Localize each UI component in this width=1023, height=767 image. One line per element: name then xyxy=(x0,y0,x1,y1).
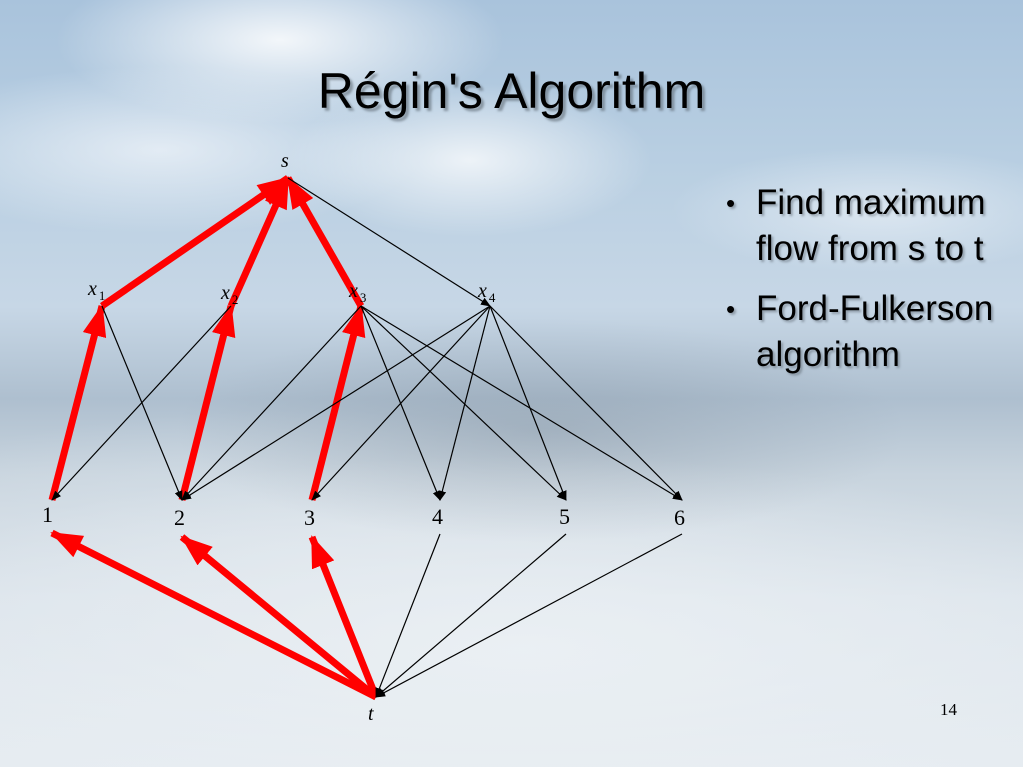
bullet-text: Find maximum flow from s to t xyxy=(756,183,986,268)
edge-v5-t xyxy=(375,533,567,698)
edge-x3-v2 xyxy=(181,305,362,501)
source-node-label: s xyxy=(281,150,289,172)
flow-edge-t-v1 xyxy=(50,529,378,701)
sink-node-label: t xyxy=(368,703,374,725)
value-node-label-v5: 5 xyxy=(559,504,570,529)
bullet-glyph: • xyxy=(726,188,736,218)
flow-edge-x2-s xyxy=(227,176,292,308)
edge-layer xyxy=(48,175,683,701)
edge-s-x4 xyxy=(287,177,491,307)
slide-title: Régin's Algorithm xyxy=(317,63,706,119)
flow-edge-x3-s xyxy=(284,176,365,308)
edge-v6-t xyxy=(375,533,683,698)
bullet-item: • Find maximum flow from s to t xyxy=(722,180,1012,272)
edge-x4-v2 xyxy=(181,305,491,501)
flow-edge-x1-s xyxy=(100,175,290,309)
edge-x3-v5 xyxy=(360,305,567,501)
edge-x4-v4 xyxy=(438,305,491,501)
value-node-label-v6: 6 xyxy=(674,505,685,530)
value-node-label-v4: 4 xyxy=(432,504,443,529)
value-node-label-v2: 2 xyxy=(174,505,185,530)
flow-edge-v1-x1 xyxy=(48,304,107,501)
value-node-label-v3: 3 xyxy=(304,505,315,530)
edge-x3-v6 xyxy=(360,305,683,501)
bullet-list: • Find maximum flow from s to t • Ford-F… xyxy=(722,180,1012,392)
edge-v4-t xyxy=(375,533,441,698)
bullet-text: Ford-Fulkerson algorithm xyxy=(756,289,994,374)
flow-edge-v2-x2 xyxy=(178,304,236,501)
edge-x4-v3 xyxy=(311,305,491,501)
bullet-glyph: • xyxy=(726,294,736,324)
edge-x4-v5 xyxy=(489,305,567,501)
edge-x4-v6 xyxy=(489,305,683,501)
edge-x2-v1 xyxy=(51,305,232,501)
flow-edge-t-v3 xyxy=(308,535,380,699)
bullet-item: • Ford-Fulkerson algorithm xyxy=(722,286,1012,378)
page-number: 14 xyxy=(940,700,957,719)
value-node-label-v1: 1 xyxy=(42,502,53,527)
flow-edge-t-v2 xyxy=(179,534,379,700)
